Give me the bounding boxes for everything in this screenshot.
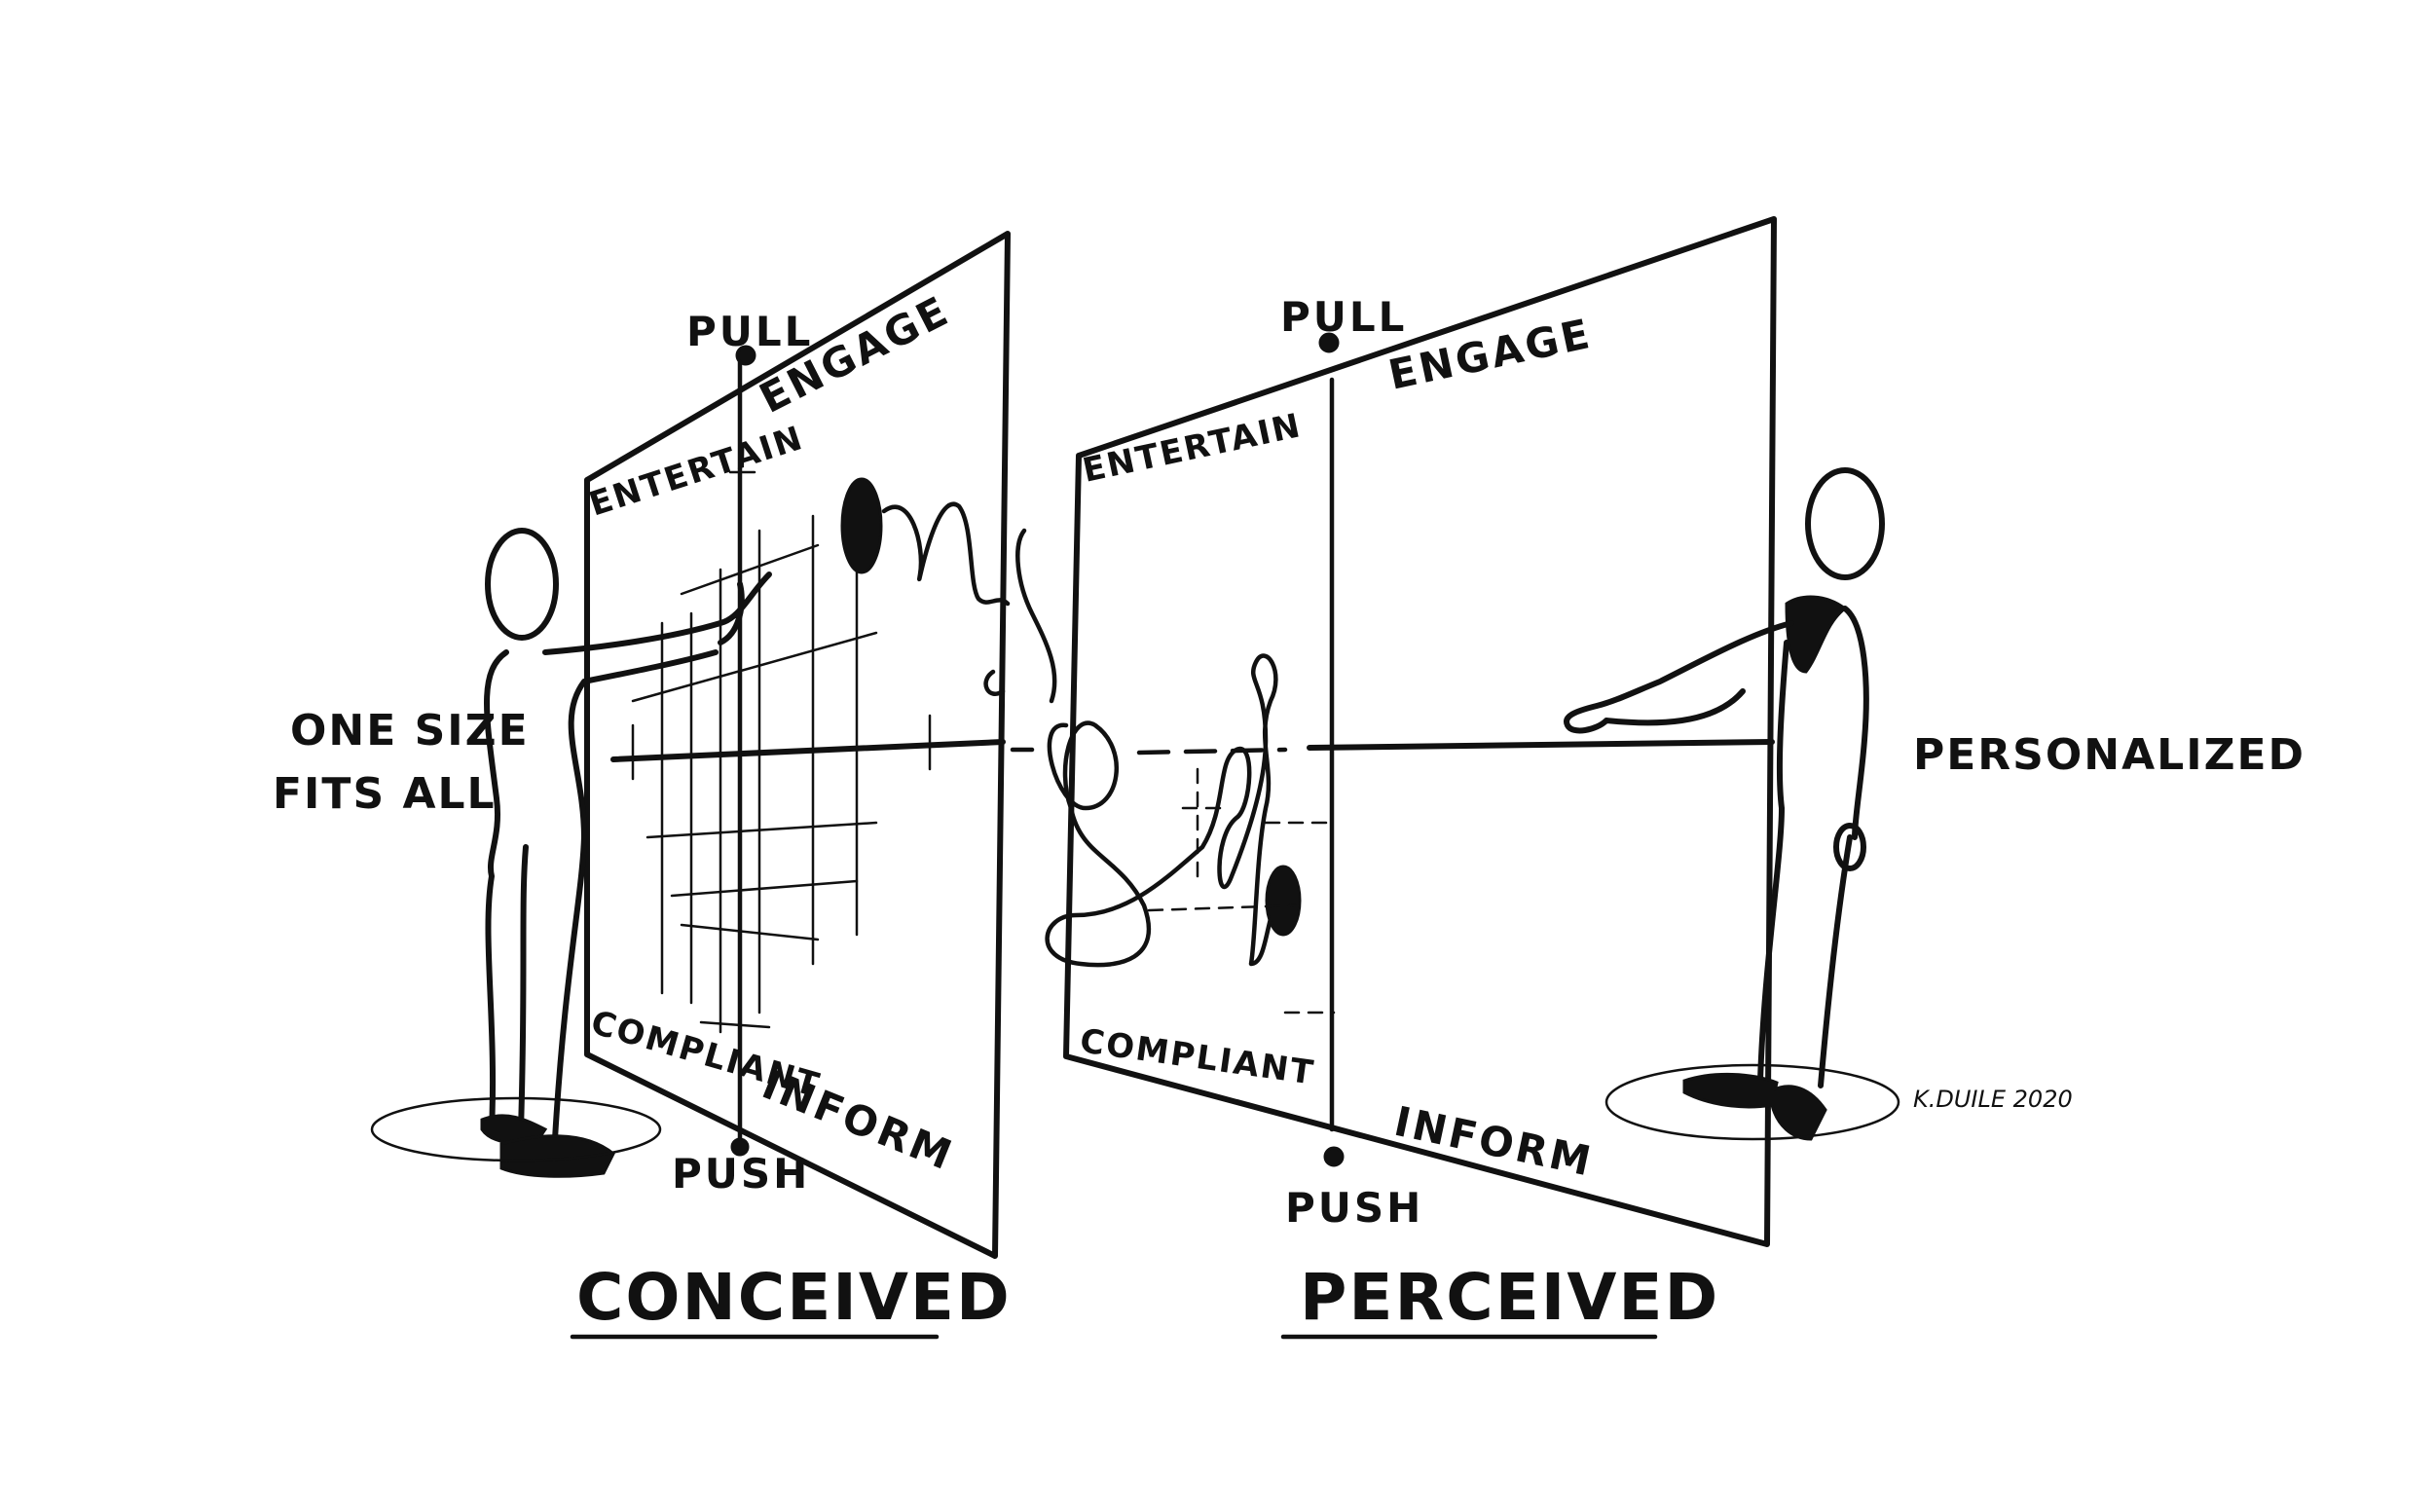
artist-signature: K.DUILE 2020 [1913,1086,2073,1113]
perceived-caption: PERCEIVED [1300,1260,1719,1335]
conceived-panel: PULL PUSH ENTERTAIN ENGAGE COMPLIANT INF… [273,231,1012,1340]
perceived-figure-foot-left [1682,1073,1779,1109]
perceived-figure-head [1805,467,1885,580]
conceived-entertain-label: ENTERTAIN [584,419,808,525]
conceived-figure-foot-right [499,1134,615,1178]
conceived-caption: CONCEIVED [576,1260,1012,1335]
perceived-figure-hand [1833,823,1866,871]
perceived-figure-body [1564,606,1869,1088]
perceived-engage-label: ENGAGE [1384,310,1597,399]
conceived-grid [631,470,932,1034]
perceived-compliant-label: COMPLIANT [1078,1021,1317,1092]
perceived-push-dot [1323,1146,1345,1167]
conceived-push-dot [730,1137,750,1157]
conceived-figure-body [484,572,772,1142]
perceived-board-frame [1063,216,1777,1247]
perceived-figure-shoulder [1785,595,1848,674]
perceived-journey-path [1045,653,1278,968]
conceived-squiggle [881,501,1011,607]
conceived-push-label: PUSH [672,1150,810,1198]
perceived-pull-dot [1318,332,1340,353]
perceived-target-blob [1265,865,1302,937]
perceived-figure-foot-right [1770,1085,1827,1141]
conceived-pull-label: PULL [686,308,813,355]
perceived-figure [1564,467,1900,1141]
perceived-axis-dashes [1136,747,1288,756]
perceived-push-label: PUSH [1285,1184,1423,1232]
conceived-target-blob [840,477,883,574]
perceived-pull-label: PULL [1280,293,1407,341]
perceived-panel: PULL PUSH ENTERTAIN ENGAGE COMPLIANT INF… [1045,216,2305,1340]
conceived-figure [370,528,772,1178]
perceived-dashed-grid [1147,767,1336,1014]
conceived-figure-head [485,528,559,641]
perceived-horizontal-axis [1307,739,1775,751]
conceived-board-frame [584,231,1011,1259]
one-size-label: ONE SIZE [290,706,530,756]
conceived-floor-shadow [370,1096,662,1162]
perceived-floor-shadow [1604,1063,1900,1141]
conceived-horizontal-axis [610,739,1006,762]
fits-all-label: FITS ALL [273,769,497,819]
conceived-pull-dot [735,345,756,366]
personalized-label: PERSONALIZED [1913,730,2305,780]
connecting-squiggle [983,528,1057,753]
